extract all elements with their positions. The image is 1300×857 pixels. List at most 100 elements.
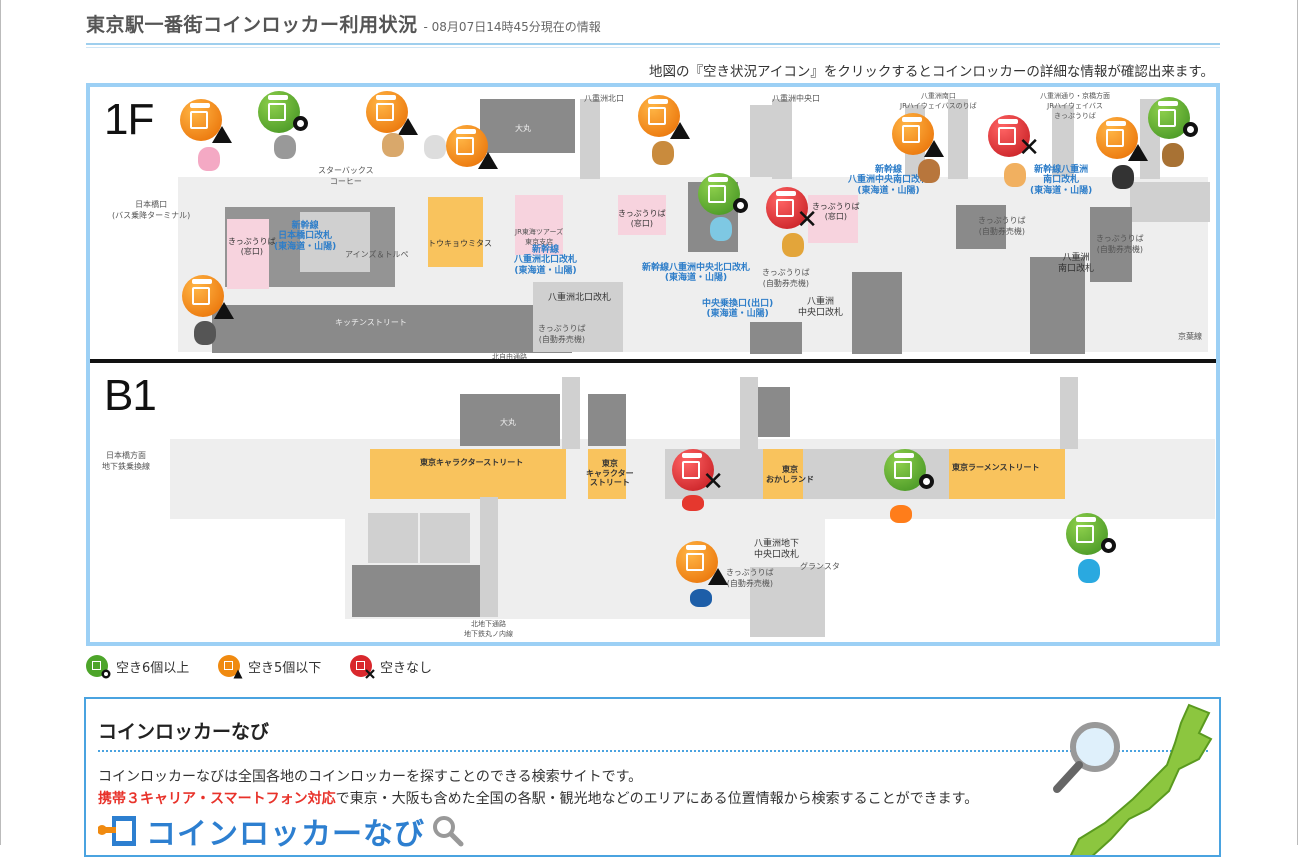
- locker-marker-red[interactable]: ✕: [766, 187, 818, 233]
- locker-marker-orange[interactable]: [1096, 117, 1148, 161]
- label-nihonbashi-gate: 新幹線 日本橋口改札 (東海道・山陽): [274, 221, 337, 252]
- coinlocker-navi-panel: コインロッカーなび コインロッカーなびは全国各地のコインロッカーを探すことのでき…: [84, 697, 1221, 857]
- label-yaesu-south-top2: 八重洲通り・京橋方面 JRハイウェイバス きっぷうりば: [1040, 92, 1110, 120]
- legend-green-label: 空き6個以上: [116, 660, 190, 676]
- locker-marker-green[interactable]: [1066, 513, 1116, 555]
- locker-marker-orange[interactable]: [180, 99, 232, 143]
- block-b1-g: [420, 513, 470, 563]
- locker-marker-green[interactable]: [698, 173, 748, 215]
- corridor-1f-5: [772, 99, 792, 179]
- label-kippu-mado-3: きっぷうりば (窓口): [812, 202, 860, 221]
- navi-description: コインロッカーなびは全国各地のコインロッカーを探すことのできる検索サイトです。: [98, 769, 643, 785]
- corridor-1f-6: [948, 99, 968, 179]
- floor-label-b1: B1: [104, 371, 157, 420]
- corridor-1f-3: [1052, 105, 1074, 177]
- locker-marker-orange[interactable]: [676, 541, 728, 585]
- navi-logo-link[interactable]: コインロッカーなび: [98, 809, 465, 853]
- locker-marker-orange[interactable]: [892, 113, 944, 157]
- label-kippu-auto-b1: きっぷうりば (自動券売機): [726, 568, 774, 588]
- label-yaesu-north-top: 八重洲北口: [584, 94, 624, 103]
- squirrel-mascot-icon: [918, 159, 940, 183]
- ramen-street-block: [949, 449, 1065, 499]
- label-nihonbashi-bus: 日本橋口 (バス乗降ターミナル): [112, 200, 191, 220]
- dog-mascot-icon: [1162, 143, 1184, 167]
- label-kita-jiyu: 北自由通路: [492, 353, 527, 361]
- navi-divider: [98, 750, 1208, 752]
- locker-marker-orange[interactable]: [182, 275, 234, 319]
- label-kitchen-street: キッチンストリート: [335, 318, 407, 327]
- elephant-mascot-icon: [710, 217, 732, 241]
- locker-marker-orange[interactable]: [446, 125, 498, 169]
- okashi-block: [763, 449, 803, 499]
- navi-description-rest: で東京・大阪も含めた全国の各駅・観光地などのエリアにある位置情報から検索すること…: [335, 791, 979, 807]
- block-b1-e: [352, 565, 484, 617]
- character-street-block-2: [588, 449, 626, 499]
- jr-tours-block: [515, 195, 563, 255]
- label-yaesu-central-gate: 八重洲 中央口改札: [798, 297, 844, 318]
- label-gransta: グランスタ: [800, 562, 840, 571]
- navi-description-2: 携帯３キャリア・スマートフォン対応で東京・大阪も含めた全国の各駅・観光地などのエ…: [98, 788, 978, 808]
- floor-divider: [90, 359, 1216, 363]
- locker-marker-green[interactable]: [258, 91, 308, 133]
- navi-logo-text: コインロッカーなび: [146, 817, 425, 852]
- page-title: 東京駅一番街コインロッカー利用状況: [86, 14, 418, 36]
- label-keiyo: 京葉線: [1178, 332, 1202, 341]
- label-central-south-gate: 新幹線 八重洲中央南口改札 (東海道・山陽): [848, 165, 930, 196]
- label-daimaru: 大丸: [515, 124, 531, 133]
- label-kippu-mado-1: きっぷうりば (窓口): [228, 237, 276, 256]
- block-b1-h: [750, 567, 825, 637]
- locker-marker-orange[interactable]: [366, 91, 418, 135]
- cat-mascot-icon: [1004, 163, 1026, 187]
- header-rule-thin: [86, 47, 1220, 48]
- block-b1-f: [368, 513, 418, 563]
- ticket-office-2: [618, 195, 666, 235]
- legend-red-label: 空きなし: [380, 660, 433, 676]
- station-map: 1F 日本橋口 (バス乗降ターミナル) スターバックス コーヒー 大丸 八重洲北…: [86, 83, 1220, 646]
- ticket-office-1: [227, 219, 269, 289]
- label-kippu-mado-2: きっぷうりば (窓口): [618, 209, 666, 228]
- label-kippu-auto-2: きっぷうりば (自動券売機): [762, 268, 810, 288]
- block-1f-f: [852, 272, 902, 354]
- label-okashi: 東京 おかしランド: [766, 465, 814, 484]
- legend-orange-label: 空き5個以下: [248, 660, 322, 676]
- block-1f-g: [956, 205, 1006, 249]
- corridor-b1-2: [740, 377, 758, 449]
- locker-key-logo-icon: [98, 816, 136, 846]
- locker-marker-red[interactable]: ✕: [672, 449, 724, 495]
- label-yaesu-north-gate-blue: 新幹線 八重洲北口改札 (東海道・山陽): [514, 245, 578, 276]
- corridor-1f-1: [750, 105, 772, 177]
- locker-orange-icon: [218, 655, 243, 679]
- label-yaesu-central-top: 八重洲中央口: [772, 94, 820, 103]
- label-starbucks: スターバックス コーヒー: [318, 166, 374, 186]
- daimaru-block: [480, 99, 575, 153]
- label-nihonbashi-sub: 日本橋方面 地下鉄乗換線: [102, 451, 150, 471]
- crab-mascot-icon: [682, 495, 704, 511]
- label-daimaru-b1: 大丸: [500, 418, 516, 427]
- corridor-1f-4: [580, 99, 600, 179]
- header-rule: [86, 43, 1220, 45]
- label-character-street: 東京キャラクターストリート: [420, 458, 524, 467]
- locker-marker-green[interactable]: [884, 449, 934, 491]
- block-1f-e: [750, 322, 802, 354]
- label-ramen: 東京ラーメンストリート: [952, 463, 1040, 472]
- label-yaesu-underground: 八重洲地下 中央口改札: [754, 539, 800, 560]
- ticket-office-3: [808, 195, 858, 243]
- block-1f-b: [300, 212, 370, 272]
- dolphin-mascot-icon: [1078, 559, 1100, 583]
- daimaru-b1-block: [460, 394, 560, 446]
- monkey-mascot-icon: [652, 141, 674, 165]
- navi-highlight: 携帯３キャリア・スマートフォン対応: [98, 791, 336, 807]
- label-character-street-2: 東京 キャラクター ストリート: [586, 459, 634, 488]
- locker-red-icon: [350, 655, 375, 679]
- legend-red: 空きなし: [350, 655, 433, 679]
- label-yaesu-south-gate: 八重洲 南口改札: [1058, 253, 1095, 274]
- navi-title: コインロッカーなび: [98, 721, 270, 743]
- update-time: - 08月07日14時45分現在の情報: [423, 20, 601, 34]
- locker-marker-red[interactable]: ✕: [988, 115, 1040, 161]
- lion-mascot-icon: [782, 233, 804, 257]
- locker-marker-orange[interactable]: [638, 95, 690, 139]
- label-yaesu-south-top1: 八重洲南口 JRハイウェイバスのりば: [900, 92, 977, 110]
- block-1f-j: [1090, 207, 1132, 282]
- locker-marker-green[interactable]: [1148, 97, 1198, 139]
- block-1f-h: [1030, 257, 1085, 354]
